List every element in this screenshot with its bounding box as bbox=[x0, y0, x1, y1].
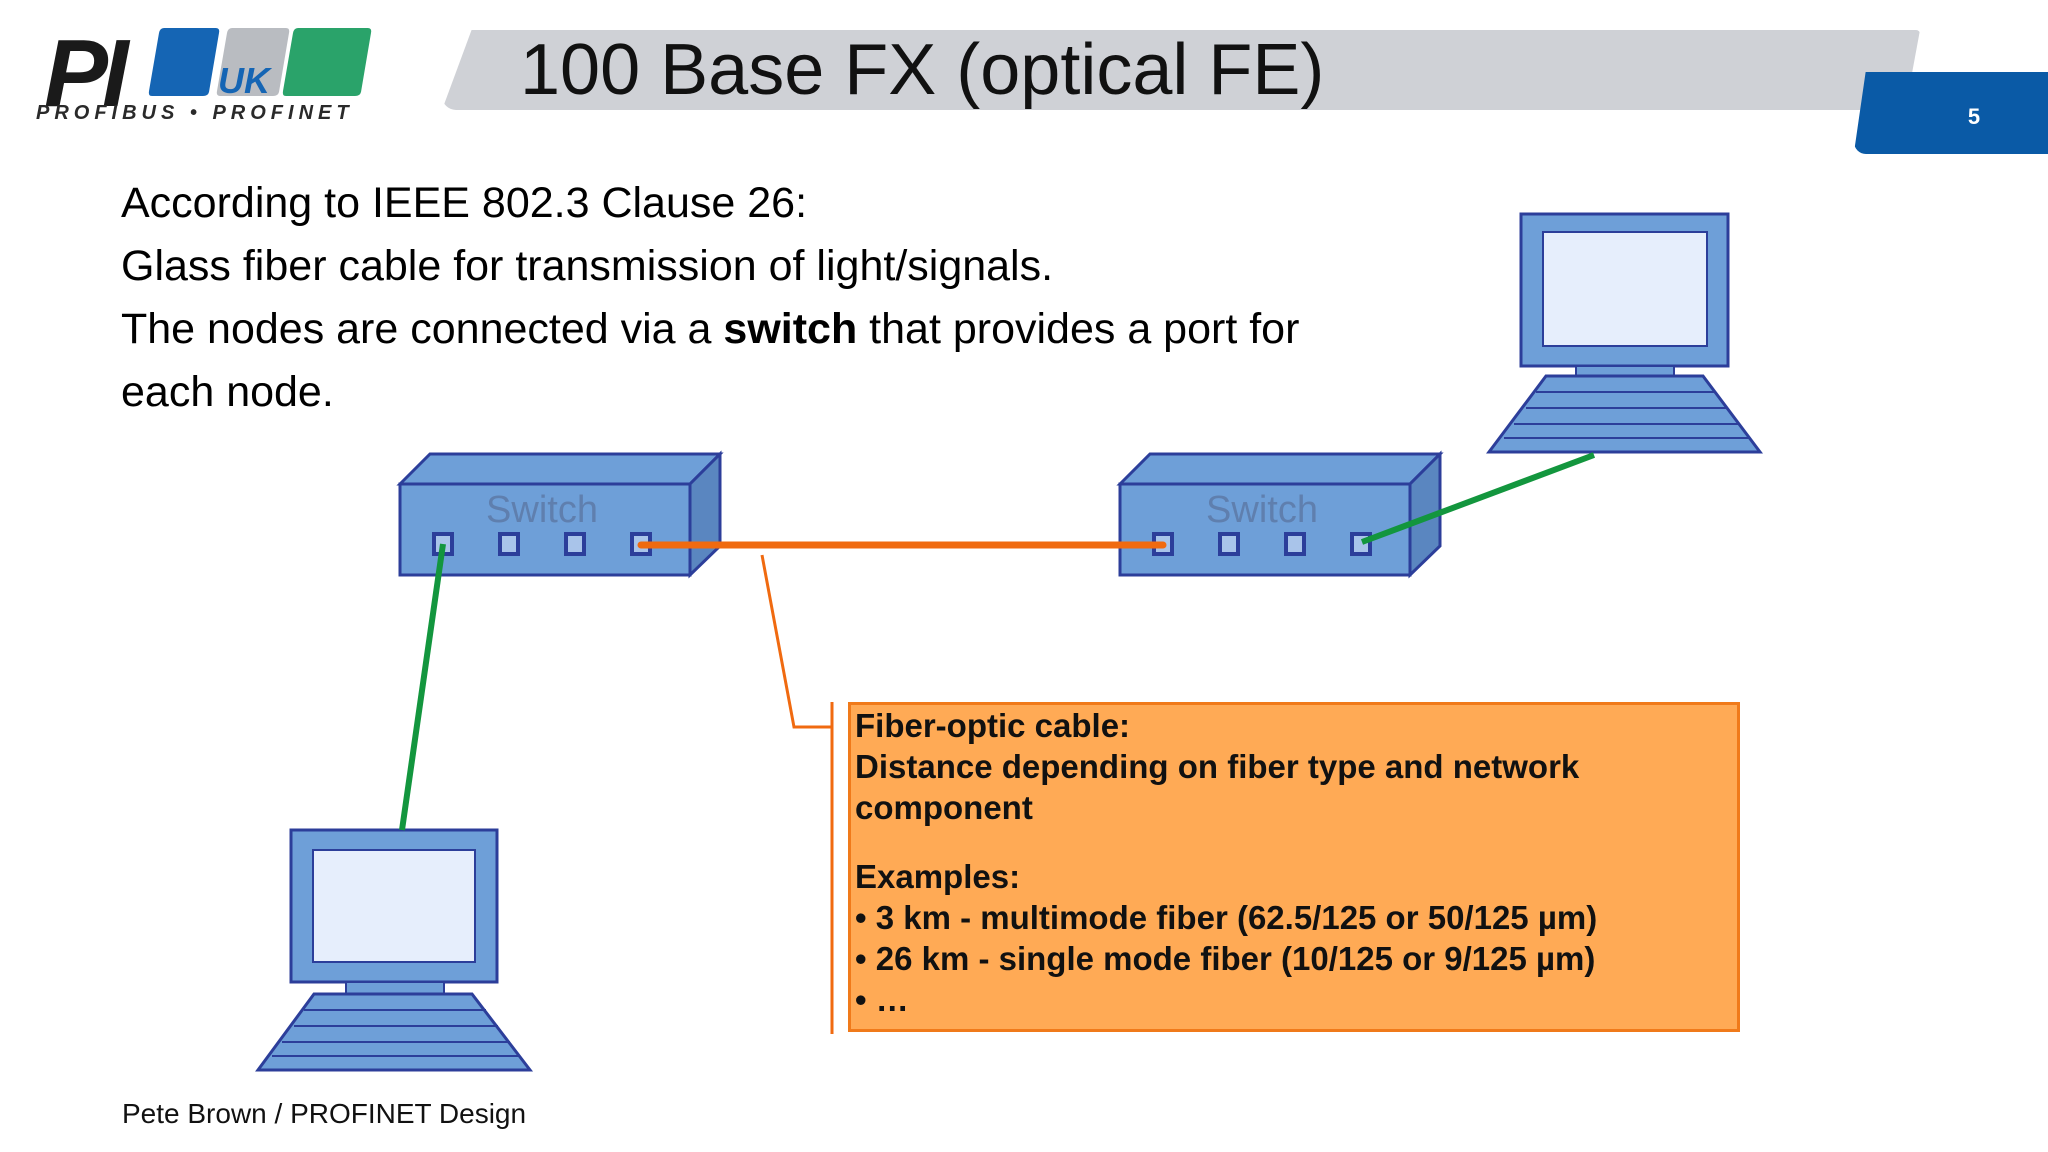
callout-item: • 26 km - single mode fiber (10/125 or 9… bbox=[855, 940, 1596, 977]
intro-text: According to IEEE 802.3 Clause 26: Glass… bbox=[121, 172, 1421, 424]
logo-mark: PI bbox=[44, 20, 129, 127]
title-bar bbox=[442, 30, 1920, 110]
intro-line-3-bold: switch bbox=[723, 305, 858, 353]
intro-line-4: each node. bbox=[121, 368, 334, 416]
slide-title: 100 Base FX (optical FE) bbox=[520, 30, 1325, 110]
callout-leader bbox=[760, 554, 832, 729]
callout-heading: Fiber-optic cable: bbox=[855, 707, 1131, 744]
switch-right-label: Switch bbox=[1206, 489, 1318, 531]
switch-left-label: Switch bbox=[486, 489, 598, 531]
footer-author: Pete Brown / PROFINET Design bbox=[122, 1098, 527, 1129]
logo-tagline: PROFIBUS • PROFINET bbox=[36, 102, 354, 124]
page-number: 5 bbox=[1967, 104, 1981, 129]
computer-bottom-left bbox=[255, 828, 534, 1072]
copper-link-right bbox=[1360, 452, 1596, 545]
logo-grey-square bbox=[216, 28, 290, 96]
callout-line-1: Distance depending on fiber type and net… bbox=[855, 748, 1580, 785]
logo-country: UK bbox=[218, 60, 270, 101]
intro-line-3-post: that provides a port for bbox=[857, 305, 1300, 353]
copper-link-left bbox=[399, 543, 446, 831]
logo-blue-square bbox=[148, 28, 220, 96]
page-number-tab bbox=[1854, 72, 2048, 154]
logo-shapes bbox=[148, 28, 372, 96]
callout-line-2: component bbox=[855, 789, 1033, 826]
intro-line-3: The nodes are connected via a switch tha… bbox=[121, 298, 1421, 361]
intro-line-3-pre: The nodes are connected via a bbox=[121, 305, 724, 353]
intro-line-2: Glass fiber cable for transmission of li… bbox=[121, 242, 1054, 290]
pi-uk-logo: PI UK PROFIBUS • PROFINET bbox=[36, 24, 386, 134]
intro-line-1: According to IEEE 802.3 Clause 26: bbox=[121, 179, 808, 227]
callout-examples-heading: Examples: bbox=[855, 858, 1021, 895]
switch-left: Switch bbox=[396, 450, 724, 579]
fiber-callout: Fiber-optic cable: Distance depending on… bbox=[848, 702, 1740, 1032]
callout-item: • 3 km - multimode fiber (62.5/125 or 50… bbox=[855, 899, 1598, 936]
switch-right: Switch bbox=[1116, 450, 1444, 579]
logo-green-square bbox=[282, 28, 372, 96]
callout-item: • … bbox=[855, 981, 909, 1018]
computer-top-right bbox=[1486, 212, 1763, 454]
